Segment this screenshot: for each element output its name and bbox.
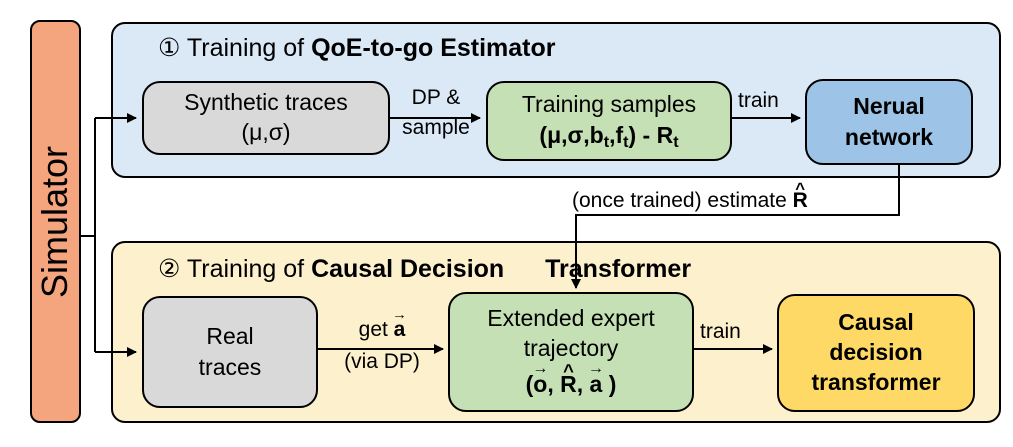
simulator-box: Simulator — [30, 20, 81, 423]
dp-label-line2: sample — [402, 116, 470, 139]
synthetic-line2: (μ,σ) — [241, 119, 291, 145]
network-line1: Nerual — [853, 92, 925, 119]
network-line2: network — [844, 124, 934, 150]
estimate-R: R — [793, 189, 808, 213]
train-label-2: train — [700, 320, 741, 343]
real-line1: Real — [206, 322, 254, 349]
panel1-title-prefix: Training of — [186, 34, 312, 62]
panel1-title-bold: QoE-to-go Estimator — [311, 34, 556, 62]
expert-line2: trajectory — [523, 335, 619, 362]
arrow-estimate — [571, 164, 900, 289]
real-line2: traces — [198, 354, 262, 380]
panel2-title-bold2: Transformer — [545, 255, 692, 283]
causal-decision-transformer-node: Causal decision transformer — [777, 294, 975, 412]
cdt-line1: Causal — [838, 309, 914, 336]
dp-sample-label: DP & sample — [388, 86, 484, 140]
synthetic-traces-node: Synthetic traces (μ,σ) — [142, 81, 390, 155]
cdt-line2: decision — [829, 339, 923, 366]
cdt-line3: transformer — [811, 368, 941, 395]
panel2-title: ② Training of Causal Decision Transforme… — [158, 254, 691, 284]
via-dp-line: (via DP) — [344, 350, 420, 373]
panel1-title: ① Training of QoE-to-go Estimator — [158, 33, 556, 63]
synthetic-line1: Synthetic traces — [184, 89, 348, 116]
samples-line1: Training samples — [521, 90, 697, 117]
train-label-1: train — [738, 89, 779, 112]
expert-trajectory-node: Extended expert trajectory (o, R, a ) — [448, 292, 694, 412]
panel2-title-prefix: Training of — [186, 255, 312, 283]
panel2-number: ② — [158, 255, 181, 283]
real-traces-node: Real traces — [142, 296, 318, 408]
expert-line3: (o, R, a ) — [526, 370, 617, 400]
samples-line2: (μ,σ,bt,ft) - Rt — [539, 121, 679, 151]
panel1-number: ① — [158, 34, 181, 62]
neural-network-node: Nerual network — [805, 79, 973, 165]
get-a-label: get a (via DP) — [328, 318, 436, 374]
expert-line1: Extended expert — [487, 305, 655, 332]
get-a-line: get a — [328, 318, 436, 342]
training-samples-node: Training samples (μ,σ,bt,ft) - Rt — [486, 81, 732, 161]
estimate-label: (once trained) estimate R — [572, 189, 808, 213]
dp-label-line1: DP & — [411, 86, 461, 109]
panel2-title-bold: Causal Decision — [311, 255, 505, 283]
